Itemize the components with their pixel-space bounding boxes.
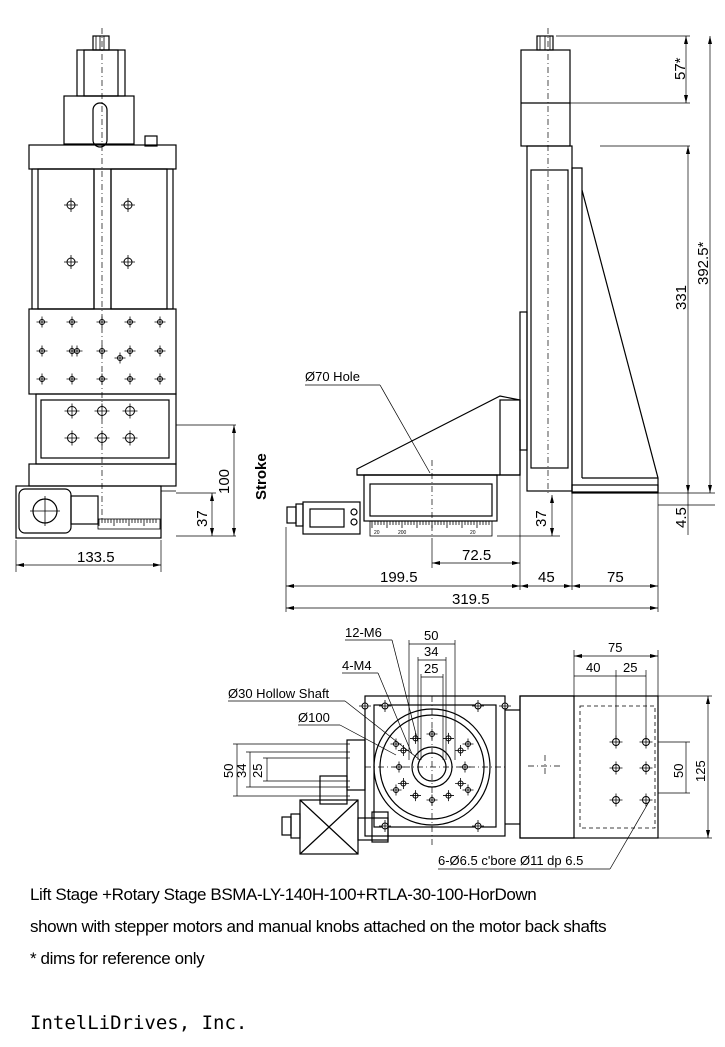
side-d57: 57* <box>672 57 689 80</box>
svg-text:200: 200 <box>398 530 407 536</box>
top-v25: 25 <box>250 764 265 778</box>
front-view: 133.5 37 100 Stroke <box>15 28 270 572</box>
hole-crosshair <box>36 345 48 357</box>
hole-crosshair <box>639 793 653 807</box>
hole-crosshair <box>443 732 454 744</box>
side-d37: 37 <box>533 510 550 527</box>
top-r25: 25 <box>623 660 637 675</box>
hole-crosshair <box>124 345 136 357</box>
hole-crosshair <box>96 373 108 385</box>
hole-label: Ø70 Hole <box>305 369 360 384</box>
hole-crosshair <box>96 345 108 357</box>
side-d75: 75 <box>607 569 624 586</box>
hole-crosshair <box>410 790 421 802</box>
side-d3925: 392.5* <box>695 241 712 285</box>
hole-crosshair <box>390 784 402 796</box>
hole-crosshair <box>462 738 474 750</box>
hole-crosshair <box>359 700 371 712</box>
hole-crosshair <box>94 403 110 419</box>
hole-crosshair <box>443 790 454 802</box>
company-name: IntelLiDrives, Inc. <box>30 1012 248 1034</box>
side-d331: 331 <box>673 285 690 310</box>
svg-text:20: 20 <box>374 530 380 536</box>
top-r75: 75 <box>608 640 622 655</box>
side-d725: 72.5 <box>462 547 491 564</box>
hole-crosshair <box>472 700 484 712</box>
hole-crosshair <box>154 345 166 357</box>
hole-crosshair <box>154 373 166 385</box>
hole-crosshair <box>114 352 126 364</box>
hole-crosshair <box>455 745 467 756</box>
side-d3195: 319.5 <box>452 591 490 608</box>
hole-crosshair <box>66 316 78 328</box>
hole-crosshair <box>379 820 391 832</box>
hole-crosshair <box>64 430 80 446</box>
hole-crosshair <box>154 316 166 328</box>
hole-crosshair <box>124 373 136 385</box>
hole-crosshair <box>426 794 438 806</box>
hole-crosshair <box>71 345 83 357</box>
hole-crosshair <box>472 820 484 832</box>
hole-crosshair <box>96 316 108 328</box>
top-d25: 25 <box>424 661 438 676</box>
hole-crosshair <box>122 403 138 419</box>
hole-crosshair <box>122 430 138 446</box>
hole-crosshair <box>124 316 136 328</box>
top-m6: 12-M6 <box>345 625 382 640</box>
top-r125: 125 <box>693 760 708 782</box>
hole-crosshair <box>393 761 405 773</box>
hole-crosshair <box>64 255 78 269</box>
hole-crosshair <box>455 778 467 789</box>
caption-line-3: * dims for reference only <box>30 949 205 968</box>
hole-crosshair <box>64 198 78 212</box>
front-width-dim: 133.5 <box>77 549 115 566</box>
hole-crosshair <box>36 316 48 328</box>
stroke-label: Stroke <box>253 453 270 500</box>
hole-crosshair <box>121 255 135 269</box>
top-cbore: 6-Ø6.5 c'bore Ø11 dp 6.5 <box>438 853 583 868</box>
top-v34: 34 <box>234 764 249 778</box>
caption-line-2: shown with stepper motors and manual kno… <box>30 917 607 936</box>
hole-crosshair <box>459 761 471 773</box>
top-r40: 40 <box>586 660 600 675</box>
top-v50: 50 <box>221 764 236 778</box>
side-view: 20 200 20 Ø70 Hole 57* 392.5* 331 4.5 37 7… <box>98 28 715 612</box>
side-d45b: 4.5 <box>673 507 690 528</box>
hole-crosshair <box>609 761 623 775</box>
hole-crosshair <box>379 700 391 712</box>
hole-crosshair <box>94 430 110 446</box>
top-dia100: Ø100 <box>298 710 330 725</box>
top-view: 50 34 25 12-M6 4-M4 Ø30 Hollow Shaft Ø10… <box>221 625 712 870</box>
hole-crosshair <box>36 373 48 385</box>
top-hollow: Ø30 Hollow Shaft <box>228 686 330 701</box>
hole-crosshair <box>410 732 421 744</box>
hole-crosshair <box>609 793 623 807</box>
front-h100-dim: 100 <box>216 469 233 494</box>
hole-crosshair <box>397 778 409 789</box>
caption-line-1: Lift Stage +Rotary Stage BSMA-LY-140H-10… <box>30 885 537 904</box>
front-h37-dim: 37 <box>194 510 211 527</box>
top-m4: 4-M4 <box>342 658 372 673</box>
hole-crosshair <box>66 373 78 385</box>
hole-crosshair <box>499 700 511 712</box>
hole-crosshair <box>639 761 653 775</box>
top-d34: 34 <box>424 644 438 659</box>
top-r50: 50 <box>671 764 686 778</box>
side-d45: 45 <box>538 569 555 586</box>
hole-crosshair <box>64 403 80 419</box>
hole-crosshair <box>121 198 135 212</box>
hole-crosshair <box>426 728 438 740</box>
hole-crosshair <box>462 784 474 796</box>
svg-text:20: 20 <box>470 530 476 536</box>
side-d1995: 199.5 <box>380 569 418 586</box>
top-d50: 50 <box>424 628 438 643</box>
